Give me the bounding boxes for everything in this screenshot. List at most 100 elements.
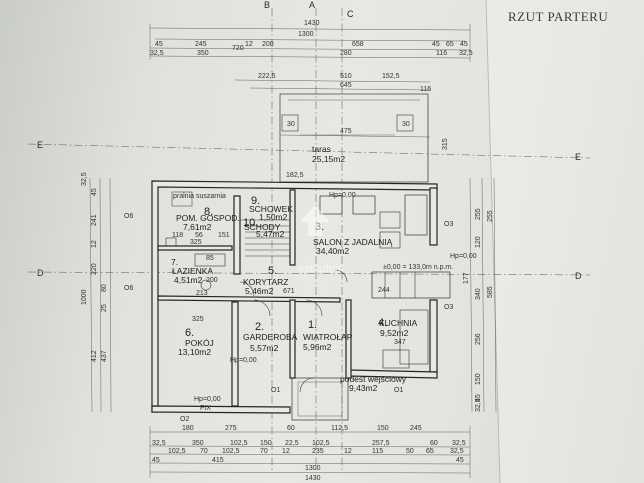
room-5-number: 5. xyxy=(268,265,277,277)
dim-bottom-r1-1: 60 xyxy=(287,425,295,432)
room-3-name: SALON Z JADALNIĄ xyxy=(313,237,393,247)
dim-top-r3-0: 45 xyxy=(155,41,163,48)
room-7-number: 7. xyxy=(171,257,178,267)
dim-right-3: 120 xyxy=(475,236,482,248)
terrace-area: 25,15m2 xyxy=(312,154,345,164)
dim-top-r3-7: 45 xyxy=(460,41,468,48)
fix-window-note: FIX xyxy=(200,405,211,412)
dim-top-r4-0: 32,5 xyxy=(150,50,164,57)
room-8-number: 8. xyxy=(204,206,213,218)
dim-bottom-r2-4: 22,5 xyxy=(285,440,299,447)
dim-left-9: 437 xyxy=(101,350,108,362)
dim-interior-1: 118 xyxy=(172,232,183,239)
dim-top-r4-2: 720 xyxy=(232,45,244,52)
dim-terrace-2: 30 xyxy=(402,121,410,128)
building-walls xyxy=(151,180,438,414)
paper-sheet-edge xyxy=(485,0,644,483)
porch-name: podest wejściowy xyxy=(340,374,407,384)
section-axis-d xyxy=(27,271,591,276)
section-mark-e-left: E xyxy=(37,140,43,150)
section-mark-e-right: E xyxy=(575,152,581,162)
dim-left-6: 25 xyxy=(101,304,108,312)
dim-bottom-r2-6: 257,5 xyxy=(372,440,390,447)
sheet-title: RZUT PARTERU xyxy=(508,9,608,24)
laundry-box xyxy=(171,191,193,207)
room-7-name: ŁAZIENKA xyxy=(172,266,213,276)
room-1-name: WIATROŁAP xyxy=(303,332,353,342)
dim-right-1: 255 xyxy=(475,208,482,220)
dim-left-7: 412 xyxy=(91,350,98,362)
dim-bottom-r1-2: 275 xyxy=(225,425,237,432)
paper-fold xyxy=(485,0,501,483)
level-mark-east: Hp=0,00 xyxy=(450,253,477,260)
dim-right-2: 255 xyxy=(487,210,494,222)
room-6-area: 13,10m2 xyxy=(178,347,211,357)
dim-left-5: 80 xyxy=(101,284,108,292)
dim-bottom-r2-1: 350 xyxy=(192,440,204,447)
living-furniture xyxy=(165,194,451,369)
dim-interior-0: 325 xyxy=(190,239,202,246)
entrance-porch-outline xyxy=(291,377,349,421)
dim-left-0: 32,5 xyxy=(81,172,88,186)
dim-total-width-top: 1430 xyxy=(304,20,320,27)
dim-right-5: 340 xyxy=(475,288,482,300)
level-mark-wardrobe: Hp=0,00 xyxy=(230,357,257,364)
dim-wall-width-top: 1300 xyxy=(298,31,314,38)
dim-right-7: 256 xyxy=(475,333,482,345)
dim-top-r3-4: 658 xyxy=(352,41,364,48)
window-code-o3-upper: O3 xyxy=(444,221,453,228)
dim-terrace-4: 116 xyxy=(420,86,431,93)
section-mark-a: A xyxy=(309,0,315,10)
dim-top-r4-1: 350 xyxy=(197,50,209,57)
stair-treads xyxy=(240,219,290,257)
dim-interior-8: 182,5 xyxy=(286,172,304,179)
dim-bottom-r3-10: 32,5 xyxy=(450,448,464,455)
dim-bottom-r3-8: 50 xyxy=(406,448,414,455)
window-code-o3-lower: O3 xyxy=(444,304,453,311)
room-9-number: 9. xyxy=(251,195,260,207)
dim-interior-9: 85 xyxy=(206,255,214,262)
dim-top-r3-2: 12 xyxy=(245,41,253,48)
room-6-name: POKÓJ xyxy=(185,338,214,348)
dim-terrace-1: 475 xyxy=(340,128,352,135)
room-1-area: 5,96m2 xyxy=(303,342,332,352)
watermark xyxy=(300,205,330,236)
dim-bottom-r3-1: 70 xyxy=(200,448,208,455)
level-reference-note: ±0,00 = 133,0m n.p.m. xyxy=(383,264,453,271)
dim-right-4: 177 xyxy=(463,272,470,284)
room-4-name: KUCHNIA xyxy=(379,318,418,328)
section-mark-c: C xyxy=(347,9,354,19)
section-axis-e xyxy=(27,143,591,159)
dim-left-3: 12 xyxy=(91,240,98,248)
room-4-area: 9,52m2 xyxy=(380,328,409,338)
dim-right-6: 585 xyxy=(487,286,494,298)
room-9-area: 1,50m2 xyxy=(259,212,288,222)
dim-bottom-r4-0: 45 xyxy=(152,457,160,464)
room-3-area: 34,40m2 xyxy=(316,246,349,256)
dim-interior-5: 325 xyxy=(192,316,204,323)
dim-bottom-r3-5: 235 xyxy=(312,448,324,455)
dim-bottom-total-width: 1430 xyxy=(305,475,321,482)
dim-left-8: 1000 xyxy=(81,289,88,305)
dim-top-r3-6: 65 xyxy=(446,41,454,48)
terrace-name: taras xyxy=(312,144,331,154)
room-8-area: 7,61m2 xyxy=(183,222,212,232)
dim-bottom-r2-7: 60 xyxy=(430,440,438,447)
window-code-o1-porch: O1 xyxy=(271,387,280,394)
dim-bottom-r4-2: 1300 xyxy=(305,465,321,472)
section-mark-b: B xyxy=(264,0,270,10)
dim-bottom-r3-9: 65 xyxy=(426,448,434,455)
dim-top-r4-5: 32,5 xyxy=(459,50,473,57)
dim-bottom-r3-0: 102,5 xyxy=(168,448,186,455)
dim-left-4: 220 xyxy=(91,263,98,275)
window-code-o6-upper: O6 xyxy=(124,213,133,220)
dim-bottom-r1-5: 245 xyxy=(410,425,422,432)
dim-terrace-0: 30 xyxy=(287,121,295,128)
dimension-lines-right xyxy=(469,177,497,413)
dim-interior-11: 347 xyxy=(394,339,406,346)
window-code-o6-lower: O6 xyxy=(124,285,133,292)
room-1-number: 1. xyxy=(308,319,317,331)
dim-top-r4-4: 116 xyxy=(436,50,447,57)
dim-terrace-3: 152,5 xyxy=(382,73,400,80)
